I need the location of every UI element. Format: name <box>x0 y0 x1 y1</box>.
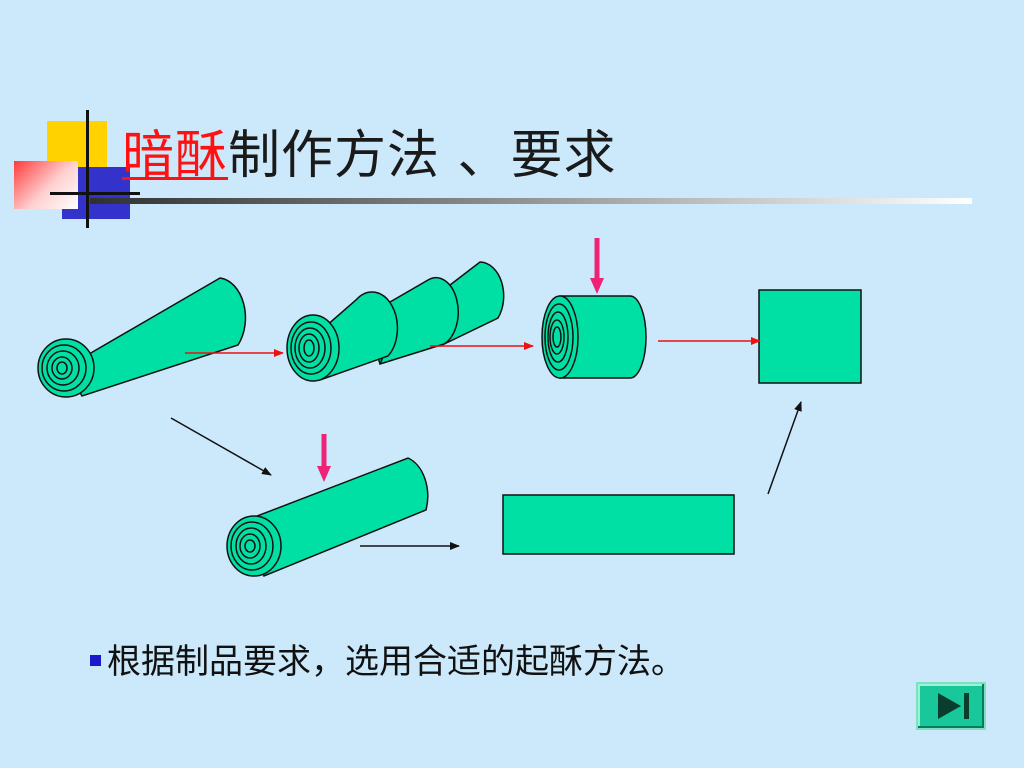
page-title: 暗酥制作方法 、要求 <box>122 124 617 188</box>
deco-vertical-line <box>86 110 89 228</box>
bullet-point: 根据制品要求，选用合适的起酥方法。 <box>90 636 685 688</box>
cut-dough-segments <box>286 261 505 382</box>
deco-pink-square <box>14 161 78 209</box>
square-dough-sheet <box>758 289 862 384</box>
deco-horizontal-line <box>50 192 140 195</box>
single-dough-piece <box>541 295 647 379</box>
long-dough-sheet <box>502 494 735 555</box>
arrow-black-3 <box>767 401 802 495</box>
lower-dough-log <box>226 457 429 578</box>
pastry-process-diagram <box>37 238 862 578</box>
arrow-black-1 <box>170 417 272 476</box>
bullet-square-icon <box>90 654 101 666</box>
skip-next-icon <box>938 693 969 719</box>
title-underline <box>90 198 972 204</box>
title-highlight: 暗酥 <box>122 126 229 186</box>
title-rest: 制作方法 、要求 <box>228 126 617 186</box>
skip-next-button[interactable] <box>916 682 986 730</box>
bullet-text: 根据制品要求，选用合适的起酥方法。 <box>107 642 685 682</box>
rolled-dough-log <box>37 277 247 398</box>
